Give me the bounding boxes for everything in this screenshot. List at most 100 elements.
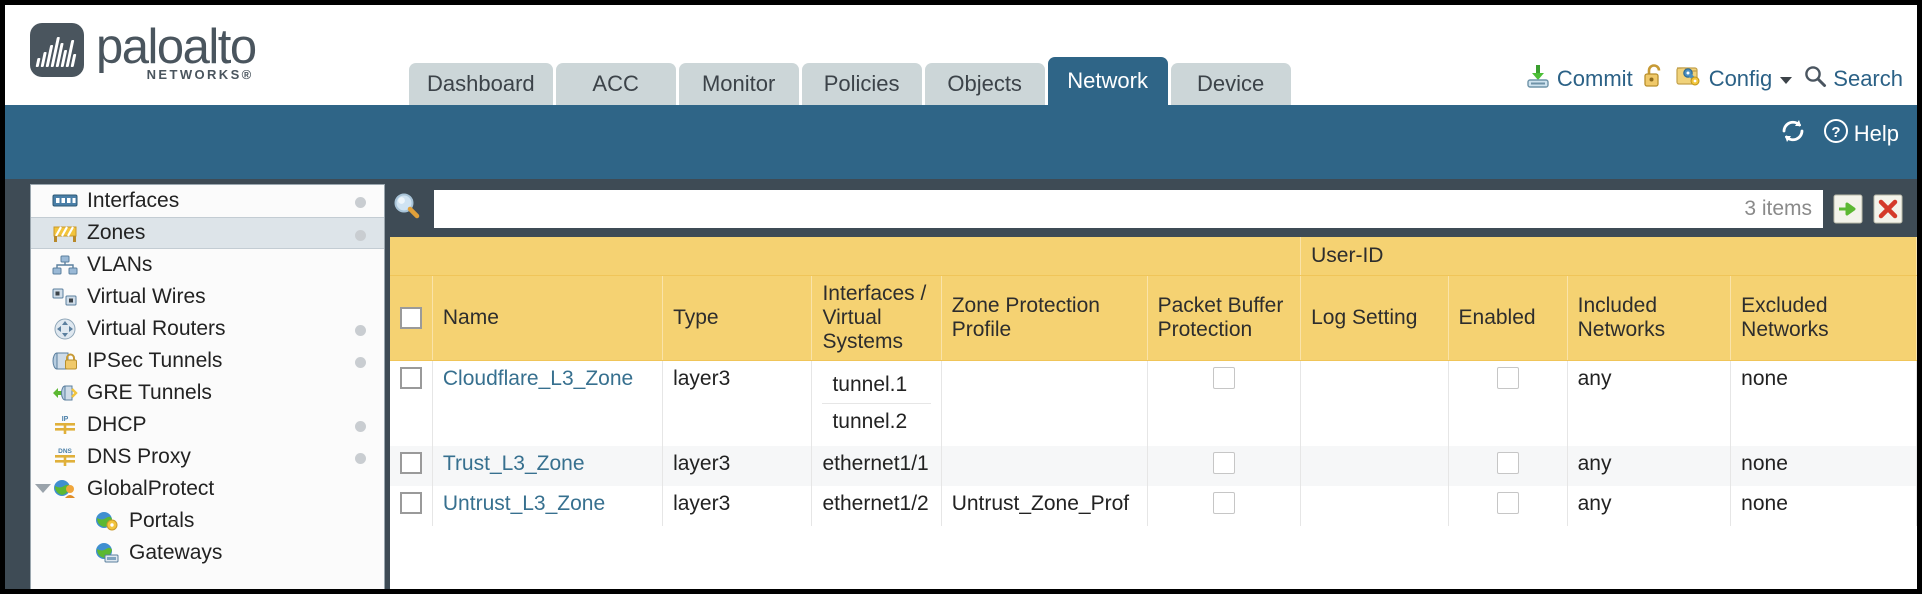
config-icon xyxy=(1675,63,1703,95)
table-row[interactable]: Trust_L3_Zone layer3 ethernet1/1 xyxy=(390,445,1917,486)
packet-buffer-protection-checkbox[interactable] xyxy=(1212,451,1235,474)
cell-userid-enabled[interactable] xyxy=(1448,485,1568,526)
tab-dashboard[interactable]: Dashboard xyxy=(409,63,553,105)
help-button[interactable]: ? Help xyxy=(1823,118,1899,150)
zone-link[interactable]: Untrust_L3_Zone xyxy=(442,491,606,515)
clear-filter-button[interactable] xyxy=(1873,194,1903,224)
column-header-packet-buffer-protection[interactable]: Packet Buffer Protection xyxy=(1147,275,1302,361)
column-header-excluded-networks[interactable]: Excluded Networks xyxy=(1730,275,1917,361)
sidebar-item-gateways[interactable]: Gateways xyxy=(31,537,384,569)
tree-expand-caret-icon[interactable] xyxy=(35,484,51,493)
userid-enabled-checkbox[interactable] xyxy=(1496,491,1519,514)
cell-name[interactable]: Untrust_L3_Zone xyxy=(432,485,664,526)
unlock-icon xyxy=(1642,63,1666,95)
cell-zone-protection-profile xyxy=(941,360,1148,446)
select-all-checkbox[interactable] xyxy=(400,306,422,329)
config-menu-button[interactable]: Config xyxy=(1675,63,1795,95)
cell-log-setting xyxy=(1300,485,1449,526)
search-input[interactable]: 3 items xyxy=(434,190,1823,228)
status-dot xyxy=(355,230,366,241)
tab-network[interactable]: Network xyxy=(1047,57,1168,105)
commit-label: Commit xyxy=(1556,66,1633,91)
sidebar-item-zones[interactable]: Zones xyxy=(31,217,384,249)
sidebar-item-portals[interactable]: Portals xyxy=(31,505,384,537)
column-header-name[interactable]: Name xyxy=(432,275,664,361)
zone-link[interactable]: Trust_L3_Zone xyxy=(442,451,585,475)
context-band: ? Help xyxy=(5,105,1917,179)
column-header-included-networks[interactable]: Included Networks xyxy=(1567,275,1732,361)
chevron-down-icon[interactable] xyxy=(1778,66,1794,92)
sidebar-item-virtual-wires[interactable]: Virtual Wires xyxy=(31,281,384,313)
packet-buffer-protection-checkbox[interactable] xyxy=(1212,491,1235,514)
dns-proxy-icon: DNS xyxy=(51,446,79,468)
row-select-checkbox[interactable] xyxy=(400,366,422,389)
sidebar-item-dhcp[interactable]: IP DHCP xyxy=(31,409,384,441)
tab-policies[interactable]: Policies xyxy=(801,63,922,105)
column-header-type[interactable]: Type xyxy=(662,275,813,361)
zones-icon xyxy=(51,222,79,244)
sidebar-item-ipsec-tunnels[interactable]: IPSec Tunnels xyxy=(31,345,384,377)
userid-enabled-checkbox[interactable] xyxy=(1496,451,1519,474)
item-count-label: 3 items xyxy=(1744,197,1812,220)
svg-text:DNS: DNS xyxy=(58,448,72,455)
cell-interfaces: tunnel.1 tunnel.2 xyxy=(811,360,942,446)
commit-button[interactable]: Commit xyxy=(1525,63,1633,95)
cell-userid-enabled[interactable] xyxy=(1448,445,1568,486)
row-select-cell[interactable] xyxy=(390,485,433,526)
zone-link[interactable]: Cloudflare_L3_Zone xyxy=(442,366,634,390)
tab-device[interactable]: Device xyxy=(1170,63,1291,105)
table-group-header-row: User-ID xyxy=(390,237,1917,276)
cell-included-networks: any xyxy=(1567,445,1732,486)
logo-subtext: NETWORKS® xyxy=(146,67,254,82)
cell-packet-buffer-protection[interactable] xyxy=(1147,445,1302,486)
cell-packet-buffer-protection[interactable] xyxy=(1147,360,1302,446)
group-header-spacer xyxy=(390,237,1302,276)
refresh-icon[interactable] xyxy=(1779,118,1807,150)
select-all-header[interactable] xyxy=(390,275,433,361)
vlans-icon xyxy=(51,254,79,276)
search-icon[interactable] xyxy=(390,190,424,229)
sidebar-item-label: GRE Tunnels xyxy=(87,381,212,404)
sidebar-item-dns-proxy[interactable]: DNS DNS Proxy xyxy=(31,441,384,473)
cell-userid-enabled[interactable] xyxy=(1448,360,1568,446)
column-header-interfaces[interactable]: Interfaces / Virtual Systems xyxy=(811,275,942,361)
sidebar-item-interfaces[interactable]: Interfaces xyxy=(31,185,384,217)
cell-name[interactable]: Trust_L3_Zone xyxy=(432,445,664,486)
sidebar-item-label: DHCP xyxy=(87,413,147,436)
tab-monitor[interactable]: Monitor xyxy=(678,63,799,105)
help-icon: ? xyxy=(1823,118,1849,150)
table-row[interactable]: Untrust_L3_Zone layer3 ethernet1/2 Untru… xyxy=(390,485,1917,526)
cell-included-networks: any xyxy=(1567,360,1732,446)
packet-buffer-protection-checkbox[interactable] xyxy=(1212,366,1235,389)
row-select-cell[interactable] xyxy=(390,445,433,486)
cell-name[interactable]: Cloudflare_L3_Zone xyxy=(432,360,664,446)
column-header-enabled[interactable]: Enabled xyxy=(1448,275,1568,361)
sidebar-item-gre-tunnels[interactable]: GRE Tunnels xyxy=(31,377,384,409)
cell-packet-buffer-protection[interactable] xyxy=(1147,485,1302,526)
tab-acc[interactable]: ACC xyxy=(555,63,676,105)
row-select-cell[interactable] xyxy=(390,360,433,446)
sidebar-item-globalprotect[interactable]: GlobalProtect xyxy=(31,473,384,505)
cell-log-setting xyxy=(1300,445,1449,486)
row-select-checkbox[interactable] xyxy=(400,491,422,514)
logo-wordmark: paloalto xyxy=(96,20,257,74)
globalprotect-icon xyxy=(51,478,79,500)
config-lock-button[interactable] xyxy=(1642,63,1666,95)
cell-type: layer3 xyxy=(662,485,813,526)
sidebar-item-label: Zones xyxy=(87,221,146,244)
sidebar-item-virtual-routers[interactable]: Virtual Routers xyxy=(31,313,384,345)
userid-enabled-checkbox[interactable] xyxy=(1496,366,1519,389)
apply-filter-button[interactable] xyxy=(1833,194,1863,224)
row-select-checkbox[interactable] xyxy=(400,451,422,474)
sidebar-item-label: GlobalProtect xyxy=(87,477,215,500)
cell-excluded-networks: none xyxy=(1730,485,1917,526)
table-row[interactable]: Cloudflare_L3_Zone layer3 tunnel.1 tunne… xyxy=(390,360,1917,446)
top-actions: Commit xyxy=(1525,63,1903,95)
commit-icon xyxy=(1525,63,1551,95)
search-button[interactable]: Search xyxy=(1803,64,1903,94)
tab-objects[interactable]: Objects xyxy=(924,63,1045,105)
column-header-log-setting[interactable]: Log Setting xyxy=(1300,275,1449,361)
cell-log-setting xyxy=(1300,360,1449,446)
sidebar-item-vlans[interactable]: VLANs xyxy=(31,249,384,281)
column-header-zone-protection-profile[interactable]: Zone Protection Profile xyxy=(941,275,1148,361)
